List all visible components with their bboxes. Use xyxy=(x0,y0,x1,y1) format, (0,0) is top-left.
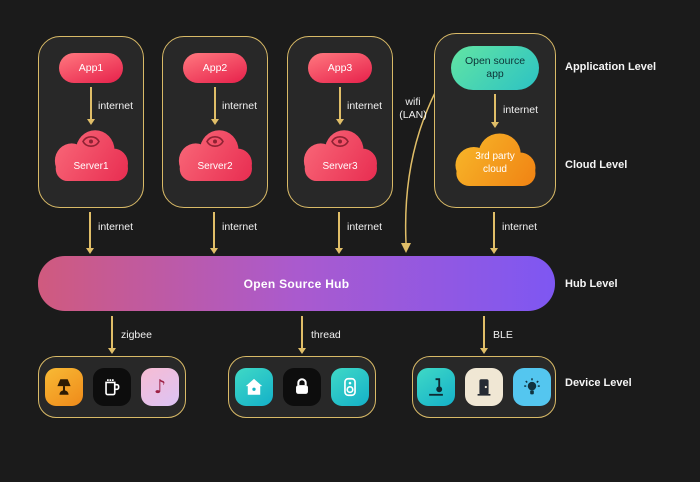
lamp-icon xyxy=(53,376,75,398)
ble-device-group xyxy=(412,356,556,418)
arrow-app2-to-server2 xyxy=(211,87,218,125)
wifi-lan-label: wifi (LAN) xyxy=(399,96,427,122)
smart-home-icon xyxy=(243,376,265,398)
app3-column-card: App3 internet Server3 xyxy=(287,36,393,208)
smart-home-device-tile xyxy=(235,368,273,406)
lock-icon xyxy=(291,376,313,398)
smart-light-device-tile xyxy=(513,368,551,406)
lock-device-tile xyxy=(283,368,321,406)
arrow-app3-to-server3 xyxy=(336,87,343,125)
server1-internet-label: internet xyxy=(98,221,134,233)
vacuum-icon xyxy=(425,376,447,398)
smart-speaker-icon xyxy=(339,376,361,398)
third-party-cloud-label: 3rd party cloud xyxy=(475,151,515,175)
zigbee-label: zigbee xyxy=(121,329,152,341)
eye-icon xyxy=(331,134,349,152)
music-device-tile: ♪ xyxy=(141,368,179,406)
server3-cloud: Server3 xyxy=(298,125,382,181)
app1-column-card: App1 internet Server1 xyxy=(38,36,144,208)
app1-internet-label: internet xyxy=(98,100,134,112)
hub-level-label: Hub Level xyxy=(565,278,618,290)
arrow-opensource-to-cloud xyxy=(491,94,498,128)
arrow-hub-ble xyxy=(480,316,487,354)
arrow-app1-to-server1 xyxy=(87,87,94,125)
arrow-server3-to-hub xyxy=(335,212,342,254)
app3-node: App3 xyxy=(308,53,372,83)
app2-internet-label: internet xyxy=(222,100,258,112)
app2-node: App2 xyxy=(183,53,247,83)
server1-label: Server1 xyxy=(73,161,109,172)
vacuum-device-tile xyxy=(417,368,455,406)
ble-label: BLE xyxy=(493,329,513,341)
server2-label: Server2 xyxy=(197,161,233,172)
thread-device-group xyxy=(228,356,376,418)
arrow-thirdparty-to-hub xyxy=(490,212,497,254)
smart-light-icon xyxy=(521,376,543,398)
arrow-server2-to-hub xyxy=(210,212,217,254)
arrow-server1-to-hub xyxy=(86,212,93,254)
zigbee-device-group: ♪ xyxy=(38,356,186,418)
sensor-device-tile xyxy=(465,368,503,406)
app1-node: App1 xyxy=(59,53,123,83)
coffee-device-tile xyxy=(93,368,131,406)
server1-cloud: Server1 xyxy=(49,125,133,181)
application-level-label: Application Level xyxy=(565,61,657,73)
speaker-device-tile xyxy=(331,368,369,406)
coffee-machine-icon xyxy=(101,376,123,398)
opensource-internet-label: internet xyxy=(503,104,539,116)
eye-icon xyxy=(206,134,224,152)
lamp-device-tile xyxy=(45,368,83,406)
thread-label: thread xyxy=(311,329,341,341)
app3-internet-label: internet xyxy=(347,100,383,112)
server3-internet-label: internet xyxy=(347,221,383,233)
server2-cloud: Server2 xyxy=(173,125,257,181)
open-source-hub: Open Source Hub xyxy=(38,256,555,311)
server2-internet-label: internet xyxy=(222,221,258,233)
app2-column-card: App2 internet Server2 xyxy=(162,36,268,208)
thirdparty-internet-label: internet xyxy=(502,221,538,233)
third-party-cloud: 3rd party cloud xyxy=(449,128,541,186)
arrow-hub-zigbee xyxy=(108,316,115,354)
door-sensor-icon xyxy=(473,376,495,398)
server3-label: Server3 xyxy=(322,161,358,172)
open-source-app-node: Open source app xyxy=(451,46,539,90)
eye-icon xyxy=(82,134,100,152)
music-note-icon: ♪ xyxy=(153,375,167,398)
open-source-column-card: Open source app internet 3rd party cloud xyxy=(434,33,556,208)
device-level-label: Device Level xyxy=(565,377,632,389)
arrow-hub-thread xyxy=(298,316,305,354)
cloud-level-label: Cloud Level xyxy=(565,159,628,171)
